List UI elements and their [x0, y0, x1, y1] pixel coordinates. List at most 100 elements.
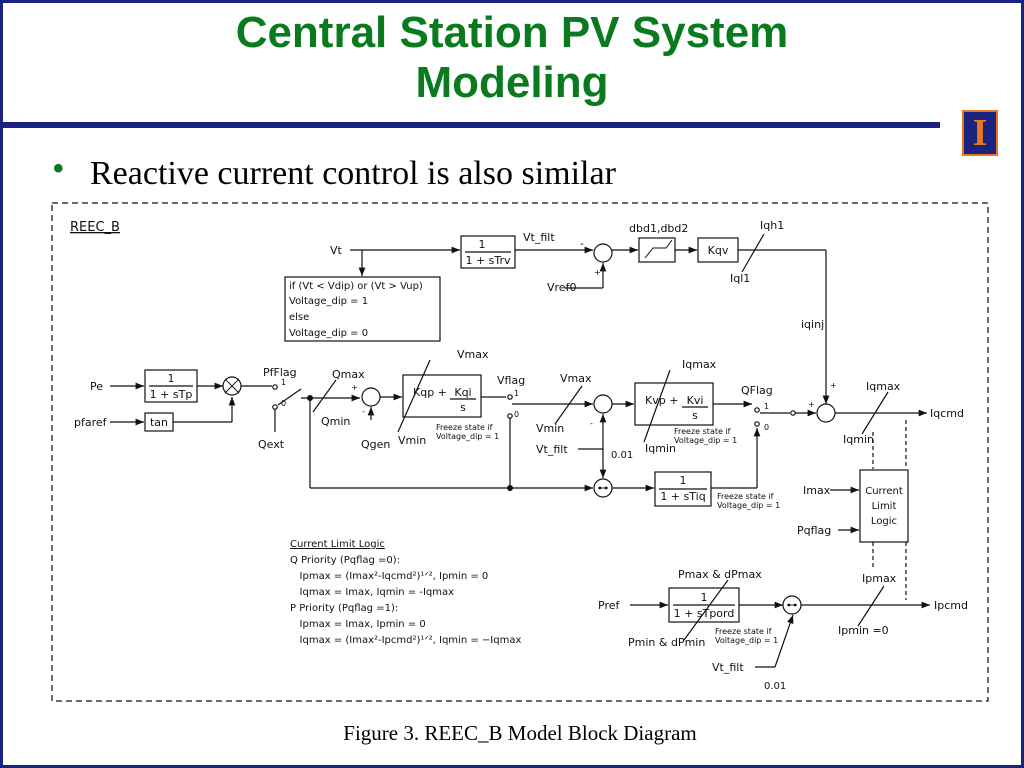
minus-sign-vt: - — [580, 237, 584, 250]
clim-line-2: Limit — [872, 501, 897, 512]
ipcmd-label: Ipcmd — [934, 599, 968, 612]
dbd-label: dbd1,dbd2 — [629, 222, 688, 235]
pfflag-label: PfFlag — [263, 366, 297, 379]
ipmin-label: Ipmin =0 — [838, 624, 889, 637]
vt-sum-junction — [593, 243, 613, 263]
pref-label: Pref — [598, 599, 620, 612]
freeze-t-2: Voltage_dip = 1 — [717, 501, 780, 510]
iqmax-kv-label: Iqmax — [682, 358, 717, 371]
condition-line-2: Voltage_dip = 1 — [289, 296, 368, 307]
voltage-dip-condition-box — [284, 276, 441, 342]
vmin-label: Vmin — [398, 434, 426, 447]
qmax-label: Qmax — [332, 368, 365, 381]
vflag-1: 1 — [514, 389, 519, 398]
cll-line-3: Iqmax = Imax, Iqmin = -Iqmax — [290, 587, 454, 598]
current-limit-logic-block — [859, 469, 909, 543]
pfflag-0: 0 — [281, 399, 286, 408]
cll-title: Current Limit Logic — [290, 539, 385, 550]
qmin-label: Qmin — [321, 415, 350, 428]
tiq-block — [654, 471, 712, 507]
university-logo: I — [962, 110, 998, 156]
q-sum-junction — [361, 387, 381, 407]
title-line-1: Central Station PV System — [235, 8, 789, 57]
minus-sign-v: - — [590, 419, 593, 428]
tp-num: 1 — [168, 372, 175, 385]
iq-sum-junction — [816, 403, 836, 423]
kvi-num: Kvi — [687, 394, 704, 407]
freeze-p-1: Freeze state if — [715, 627, 772, 636]
pqflag-label: Pqflag — [797, 524, 831, 537]
plus-sign-vref: + — [594, 268, 601, 277]
freeze-p-2: Voltage_dip = 1 — [715, 636, 778, 645]
pmin-dpmin-label: Pmin & dPmin — [628, 636, 705, 649]
tp-den: 1 + sTp — [150, 388, 193, 401]
val-001b-label: 0.01 — [764, 681, 786, 692]
condition-line-3: else — [289, 312, 309, 323]
tpord-den: 1 + sTpord — [674, 607, 735, 620]
title-line-2: Modeling — [415, 58, 609, 107]
freeze-v-1: Freeze state if — [674, 427, 731, 436]
tiq-num: 1 — [680, 474, 687, 487]
bullet-dot-icon: • — [52, 148, 65, 188]
v-sum-junction — [593, 394, 613, 414]
model-name-label: REEC_B — [70, 220, 120, 235]
iqcmd-label: Iqcmd — [930, 407, 964, 420]
pfflag-1: 1 — [281, 378, 286, 387]
kqv-label: Kqv — [708, 244, 729, 257]
plus-sign-q: + — [351, 383, 358, 392]
freeze-t-1: Freeze state if — [717, 492, 774, 501]
kqi-den: s — [460, 401, 466, 414]
vt-filt2-label: Vt_filt — [536, 443, 568, 456]
trv-block — [460, 235, 516, 269]
bullet-text: Reactive current control is also similar — [90, 155, 616, 192]
freeze-q-1: Freeze state if — [436, 423, 493, 432]
diagram-border — [51, 202, 989, 702]
qflag-0: 0 — [764, 423, 769, 432]
minus-sign-q: - — [362, 407, 365, 416]
title-rule — [3, 122, 940, 128]
iql1-label: Iql1 — [730, 272, 750, 285]
trv-num: 1 — [479, 238, 486, 251]
trv-den: 1 + sTrv — [465, 254, 511, 267]
vmin2-label: Vmin — [536, 422, 564, 435]
iqmin-label: Iqmin — [843, 433, 874, 446]
tiq-den: 1 + sTiq — [660, 490, 705, 503]
logo-letter: I — [972, 112, 988, 154]
slide-title: Central Station PV System Modeling — [0, 8, 1024, 108]
condition-line-1: if (Vt < Vdip) or (Vt > Vup) — [289, 281, 423, 292]
val-001-label: 0.01 — [611, 450, 633, 461]
plus-sign-iq1: + — [808, 400, 815, 409]
vref0-label: Vref0 — [547, 281, 576, 294]
vmax-label: Vmax — [457, 348, 489, 361]
vt-filt3-label: Vt_filt — [712, 661, 744, 674]
ipmax-label: Ipmax — [862, 572, 897, 585]
qext-label: Qext — [258, 438, 285, 451]
iqmax-label: Iqmax — [866, 380, 901, 393]
figure-caption: Figure 3. REEC_B Model Block Diagram — [343, 721, 697, 745]
kqp-label: Kqp + — [413, 386, 447, 399]
qflag-label: QFlag — [741, 384, 773, 397]
freeze-v-2: Voltage_dip = 1 — [674, 436, 737, 445]
deadband-block — [638, 237, 676, 263]
tpord-num: 1 — [701, 591, 708, 604]
qgen-label: Qgen — [361, 438, 390, 451]
condition-line-4: Voltage_dip = 0 — [289, 328, 368, 339]
cll-line-4: P Priority (Pqflag =1): — [290, 603, 398, 614]
iqinj-label: iqinj — [801, 318, 824, 331]
freeze-q-2: Voltage_dip = 1 — [436, 432, 499, 441]
kqp-kqi-block — [402, 374, 482, 418]
vflag-0: 0 — [514, 410, 519, 419]
vt-filt-label: Vt_filt — [523, 231, 555, 244]
kqi-num: Kqi — [454, 386, 471, 399]
cll-line-6: Iqmax = (Imax²-Ipcmd²)¹ᐟ², Iqmin = −Iqma… — [290, 635, 521, 646]
pe-label: Pe — [90, 380, 103, 393]
cll-line-5: Ipmax = Imax, Ipmin = 0 — [290, 619, 426, 630]
cll-line-2: Ipmax = (Imax²-Iqcmd²)¹ᐟ², Ipmin = 0 — [290, 571, 488, 582]
kvp-label: Kvp + — [645, 394, 678, 407]
iqmin-kv-label: Iqmin — [645, 442, 676, 455]
tan-label: tan — [150, 416, 168, 429]
cll-line-1: Q Priority (Pqflag =0): — [290, 555, 400, 566]
vt-label: Vt — [330, 244, 343, 257]
